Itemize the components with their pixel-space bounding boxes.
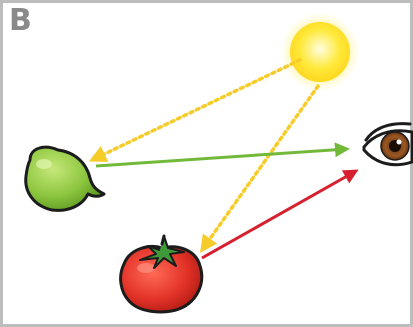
sun-icon (280, 12, 360, 92)
tomato-icon (119, 234, 204, 314)
lime-reflection-arrow (95, 142, 350, 168)
eye-icon (362, 122, 413, 167)
tomato-reflection-arrow (201, 169, 359, 260)
sun-ray-to-lime (88, 58, 302, 162)
lime-icon (24, 145, 106, 212)
panel-label: B (9, 3, 32, 38)
sun-ray-to-tomato (199, 84, 320, 253)
